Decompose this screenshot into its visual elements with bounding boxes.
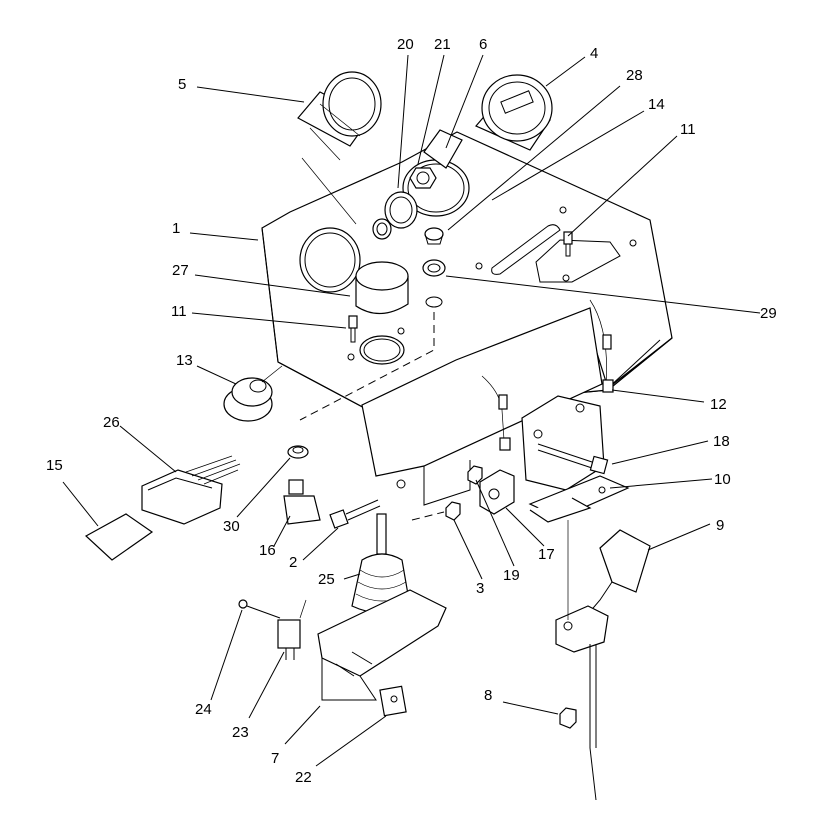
bolt-long [537, 443, 609, 475]
callout-11b: 11 [171, 303, 187, 320]
screw-left [348, 315, 358, 343]
callout-23: 23 [232, 724, 249, 741]
joystick [317, 513, 447, 717]
callout-29: 29 [760, 305, 777, 322]
callout-6: 6 [479, 36, 487, 53]
callout-26: 26 [103, 414, 120, 431]
wiring-harness [481, 299, 614, 451]
callout-1: 1 [172, 220, 180, 237]
callout-30: 30 [223, 518, 240, 535]
callout-28: 28 [626, 67, 643, 84]
throttle-knob [355, 261, 409, 365]
rubber-mount [479, 469, 515, 515]
microswitch [238, 599, 307, 660]
leader-lines [62, 54, 761, 767]
callout-4: 4 [590, 45, 598, 62]
throttle-lever [555, 520, 651, 801]
callout-19: 19 [503, 567, 520, 584]
toggle-switch [283, 479, 321, 525]
bolt-short [329, 499, 381, 529]
callout-12: 12 [710, 396, 727, 413]
callout-8: 8 [484, 687, 492, 704]
callout-10: 10 [714, 471, 731, 488]
callout-3: 3 [476, 580, 484, 597]
callout-21: 21 [434, 36, 451, 53]
mounting-bracket [521, 395, 630, 523]
callout-13: 13 [176, 352, 193, 369]
gauge-left [297, 71, 382, 161]
callout-22: 22 [295, 769, 312, 786]
nut-small [467, 465, 483, 485]
hour-meter-gauge [475, 74, 553, 151]
callout-17: 17 [538, 546, 555, 563]
nut-bottom [559, 707, 577, 729]
nut-lower [445, 501, 461, 521]
callout-labels: 1 2 3 4 5 6 7 8 9 10 11 11 12 13 14 15 1… [46, 36, 777, 786]
horn [223, 365, 283, 422]
nut-30 [287, 445, 309, 459]
screw-right [563, 231, 573, 257]
ignition-switch [409, 129, 463, 189]
callout-25: 25 [318, 571, 335, 588]
callout-27: 27 [172, 262, 189, 279]
callout-11a: 11 [680, 121, 696, 138]
callout-24: 24 [195, 701, 212, 718]
callout-9: 9 [716, 517, 724, 534]
callout-18: 18 [713, 433, 730, 450]
indicator-light [372, 218, 392, 240]
callout-16: 16 [259, 542, 276, 559]
callout-15: 15 [46, 457, 63, 474]
wire-connector [141, 455, 241, 525]
callout-7: 7 [271, 750, 279, 767]
callout-2: 2 [289, 554, 297, 571]
cover-plate [84, 513, 154, 561]
callout-14: 14 [648, 96, 665, 113]
tachometer-gauge [384, 191, 418, 229]
choke-knob [422, 227, 446, 308]
callout-5: 5 [178, 76, 186, 93]
callout-20: 20 [397, 36, 414, 53]
